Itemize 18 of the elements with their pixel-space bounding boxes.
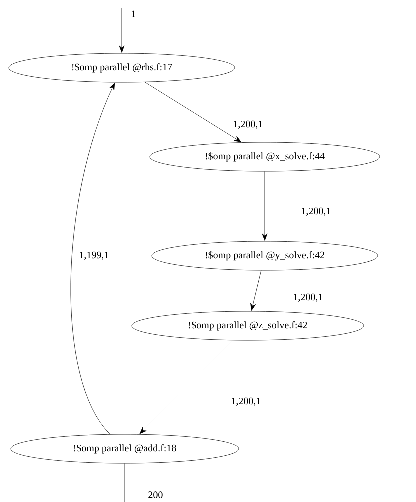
edge-label: 200 [147, 490, 164, 500]
edge-label: 1,200,1 [300, 206, 332, 218]
ellipse-node: !$omp parallel @z_solve.f:42 [132, 311, 364, 341]
arrow [70, 82, 116, 435]
edge-label: 1,200,1 [292, 292, 324, 304]
arrow [140, 340, 234, 434]
ellipse-node: !$omp parallel @rhs.f:17 [8, 53, 236, 83]
edge-label: 1 [130, 10, 138, 18]
edge-label: 1,200,1 [230, 396, 262, 408]
arrow [250, 270, 262, 311]
ellipse-node: !$omp parallel @x_solve.f:44 [150, 142, 380, 172]
arrow [262, 172, 268, 241]
ellipse-node: !$omp parallel @y_solve.f:42 [152, 241, 378, 271]
edge-label: 1,199,1 [78, 250, 110, 262]
arrow [119, 8, 125, 53]
arrow [144, 82, 242, 142]
ellipse-node: !$omp parallel @add.f:18 [10, 434, 240, 464]
edge-label: 1,200,1 [232, 120, 264, 130]
